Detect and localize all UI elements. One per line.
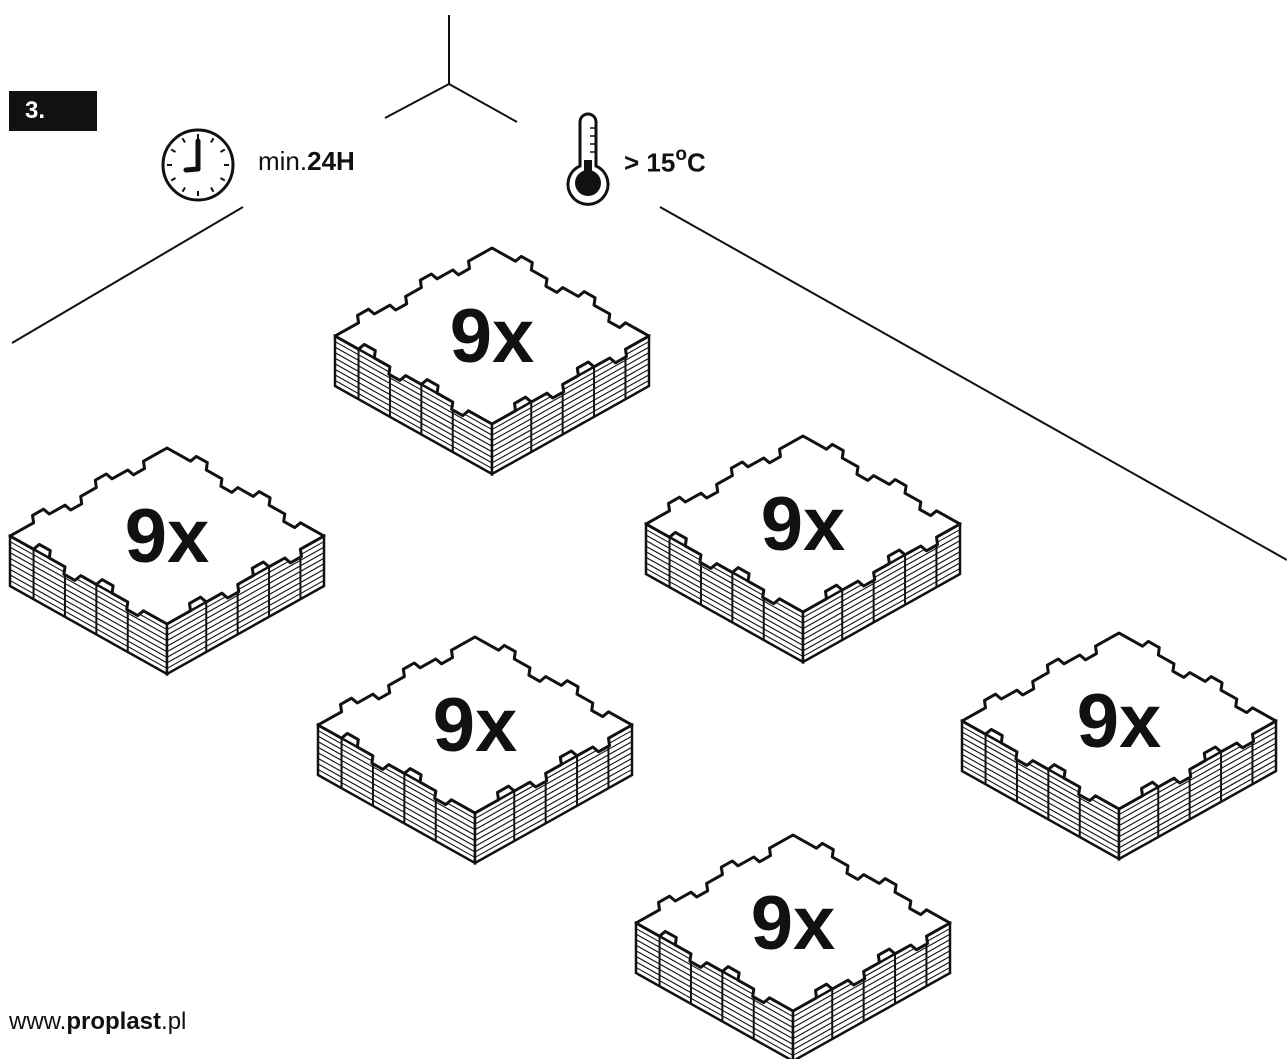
temperature-value: 15 <box>646 147 676 178</box>
url-prefix: www. <box>9 1008 67 1035</box>
stack-top-face <box>333 246 651 426</box>
stack-layer-lines <box>317 730 633 858</box>
stack-quantity-label: 9x <box>125 494 210 579</box>
url-brand: proplast <box>66 1008 162 1035</box>
stack-quantity-label: 9x <box>450 294 535 379</box>
temperature-unit: C <box>686 147 706 178</box>
stack-quantity-label: 9x <box>751 881 836 966</box>
mat-stack: 9x <box>644 434 962 665</box>
mat-stacks: 9x 9x 9x 9x 9x 9x <box>8 246 1278 1059</box>
stack-quantity-label: 9x <box>433 683 518 768</box>
step-number-badge: 3. <box>9 91 97 131</box>
temperature-prefix: > <box>624 147 647 178</box>
time-condition: min.24H <box>258 146 355 177</box>
url-suffix: .pl <box>161 1008 187 1035</box>
mat-stack: 9x <box>960 631 1278 862</box>
temperature-condition: > 15oC <box>624 144 706 179</box>
mat-stack: 9x <box>634 833 952 1059</box>
thermometer-icon <box>566 112 610 206</box>
stack-quantity-label: 9x <box>1077 679 1162 764</box>
stack-layer-lines <box>635 928 951 1056</box>
website-footer: www.proplast.pl <box>9 1008 186 1036</box>
time-prefix: min. <box>258 146 308 176</box>
mat-stack: 9x <box>8 446 326 677</box>
stack-top-face <box>316 635 634 815</box>
room-corner-lines <box>11 15 1287 561</box>
stack-top-face <box>960 631 1278 811</box>
time-value: 24H <box>307 146 355 176</box>
stack-top-face <box>644 434 962 614</box>
stack-top-face <box>634 833 952 1013</box>
stack-layer-lines <box>334 341 650 469</box>
stack-layer-lines <box>961 726 1277 854</box>
mat-stack: 9x <box>316 635 634 866</box>
degree-symbol: o <box>675 144 687 165</box>
mat-stack: 9x <box>333 246 651 477</box>
stack-top-face <box>8 446 326 626</box>
stack-quantity-label: 9x <box>761 482 846 567</box>
clock-icon <box>161 128 235 202</box>
stack-layer-lines <box>9 541 325 669</box>
